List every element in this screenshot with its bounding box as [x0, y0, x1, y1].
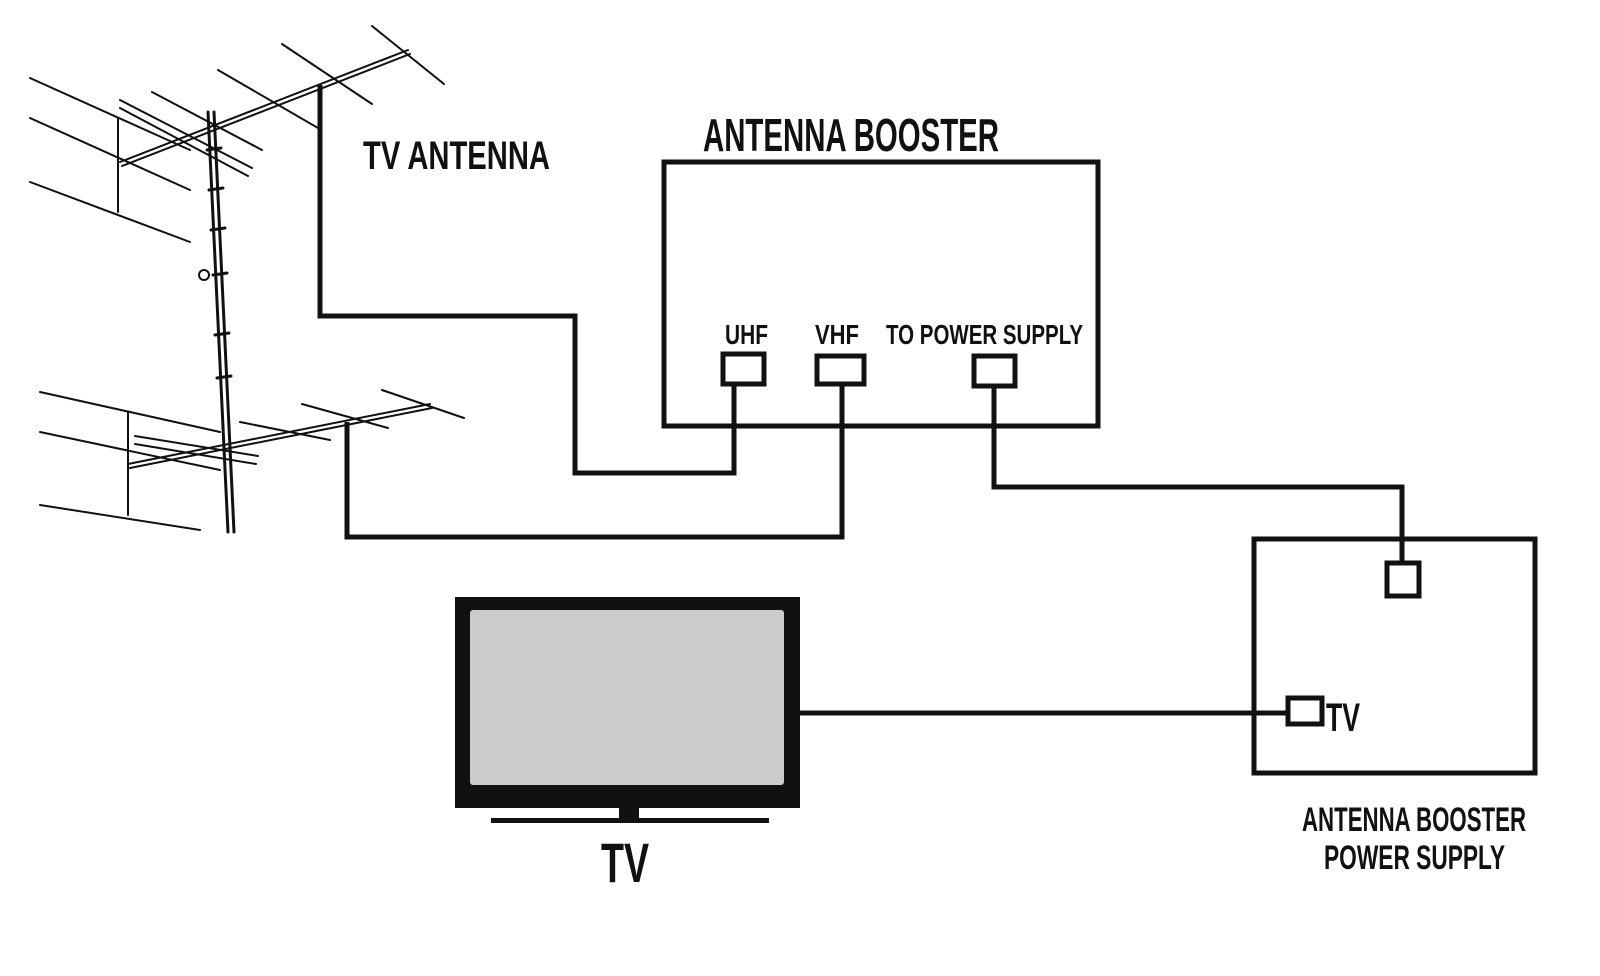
power-supply-box: [1251, 536, 1538, 776]
antenna-booster: [661, 159, 1101, 429]
vhf-port: [814, 353, 867, 387]
tv-screen: [470, 610, 784, 785]
power-supply-label-line1: ANTENNA BOOSTER: [1302, 801, 1526, 839]
tv-set: [455, 597, 800, 823]
uhf-label: UHF: [725, 319, 768, 350]
antenna-booster-title: ANTENNA BOOSTER: [703, 109, 999, 161]
tv-stand: [491, 818, 769, 823]
tv-neck: [619, 808, 639, 820]
roof-lines: [29, 77, 221, 531]
tv-label: TV: [601, 831, 649, 894]
vhf-cable: [344, 384, 845, 540]
wiring: [317, 85, 1405, 716]
uhf-port: [720, 351, 767, 387]
to-power-supply-label: TO POWER SUPPLY: [886, 319, 1083, 350]
to-power-supply-port: [971, 353, 1018, 389]
tv-antenna-label: TV ANTENNA: [363, 134, 550, 178]
power-supply-tv-port: [1285, 695, 1325, 727]
antenna-mast: [198, 110, 236, 534]
power-supply-label-line2: POWER SUPPLY: [1324, 839, 1505, 877]
tv-antenna-drawing: [29, 25, 465, 534]
power-supply-input-port: [1384, 560, 1422, 599]
lower-antenna-elements: [127, 389, 465, 469]
power-supply-tv-port-label: TV: [1326, 696, 1360, 740]
antenna-booster-box: [661, 159, 1101, 429]
power-supply-cable: [991, 385, 1405, 564]
antenna-booster-power-supply: [1251, 536, 1538, 776]
uhf-cable: [317, 85, 737, 476]
upper-antenna-elements: [119, 25, 445, 177]
vhf-label: VHF: [815, 319, 859, 350]
